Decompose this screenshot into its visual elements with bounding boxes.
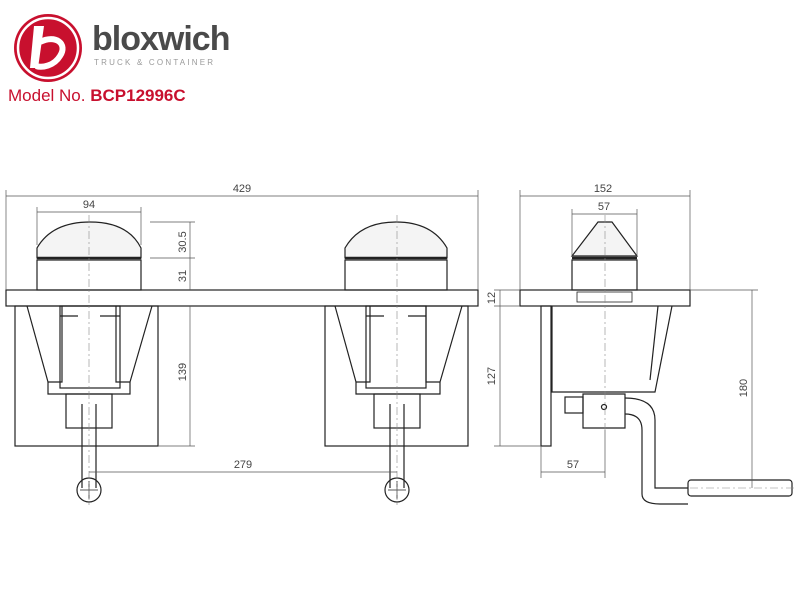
brand-name: bloxwich [92,20,230,58]
side-handle-arm-top [624,397,688,489]
dim-side-width: 152 [594,183,612,195]
side-spindle [582,393,626,429]
side-mount-plate [540,305,552,447]
front-view [5,221,479,503]
front-base-plate [5,289,479,307]
left-inner-body [59,305,121,389]
brand-subtitle: TRUCK & CONTAINER [94,58,216,67]
bloxwich-logo-icon [14,14,82,82]
left-lock-unit [14,221,159,503]
right-cone-head [344,221,448,259]
dim-side-body-depth: 127 [486,367,498,385]
dim-head-height: 30.5 [177,231,189,252]
side-cone-head [570,221,639,257]
dimension-labels: 429 94 30.5 31 139 279 152 57 12 127 180… [83,183,750,471]
model-number-line: Model No. BCP12996C [8,86,186,106]
dim-plate-thickness: 12 [486,292,498,304]
center-lines [88,215,795,505]
model-label: Model No. [8,86,86,105]
side-view [519,221,793,505]
right-lock-unit [324,221,469,503]
right-handle-shaft [389,404,405,488]
left-body-plate [14,305,159,447]
side-collar [571,259,638,291]
left-handle-shaft [81,404,97,488]
right-collar [344,259,448,291]
dim-handle-offset: 57 [567,459,579,471]
right-body-plate [324,305,469,447]
dim-body-depth: 139 [177,363,189,381]
left-bracket-a [26,305,63,383]
dim-handle-spacing: 279 [234,459,252,471]
brand-header: bloxwich TRUCK & CONTAINER Model No. BCP… [8,8,248,108]
left-cone-head [36,221,142,259]
dim-handle-drop: 180 [738,379,750,397]
dim-collar-height: 31 [177,270,189,282]
right-inner-body [365,305,427,389]
model-value: BCP12996C [90,86,186,105]
side-body [551,305,673,393]
dim-overall-width: 429 [233,183,251,195]
side-handle-arm-bottom [624,413,688,505]
dim-side-head-width: 57 [598,201,610,213]
side-lever-stub [564,396,584,414]
dimension-lines [5,190,758,488]
dim-head-width: 94 [83,199,95,211]
